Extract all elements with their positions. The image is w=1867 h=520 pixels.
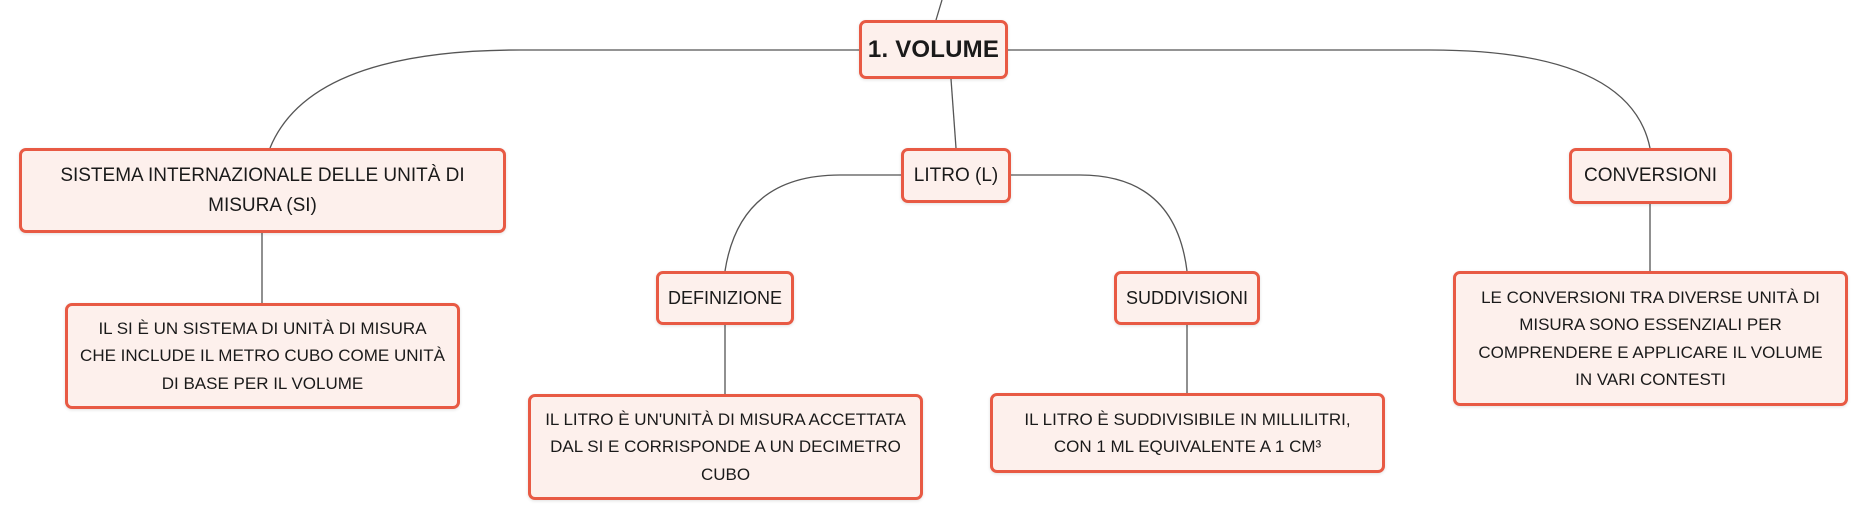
node-suddivisioni-label: SUDDIVISIONI bbox=[1125, 287, 1249, 308]
root-node-label: 1. VOLUME bbox=[867, 35, 1000, 63]
connector-root-to-litro bbox=[950, 78, 957, 149]
leaf-definizione-description[interactable]: IL LITRO È UN'UNITÀ DI MISURA ACCETTATA … bbox=[528, 394, 923, 500]
node-sistema-internazionale[interactable]: SISTEMA INTERNAZIONALE DELLE UNITÀ DI MI… bbox=[19, 148, 506, 233]
root-node-volume[interactable]: 1. VOLUME bbox=[859, 20, 1008, 79]
connector-litro-to-definizione bbox=[724, 174, 901, 272]
leaf-suddivisioni-description[interactable]: IL LITRO È SUDDIVISIBILE IN MILLILITRI, … bbox=[990, 393, 1385, 473]
connector-root-to-conversioni bbox=[1008, 49, 1651, 149]
leaf-si-description[interactable]: IL SI È UN SISTEMA DI UNITÀ DI MISURA CH… bbox=[65, 303, 460, 409]
connector-parent-to-root bbox=[935, 0, 943, 21]
node-definizione-label: DEFINIZIONE bbox=[667, 287, 782, 308]
node-definizione[interactable]: DEFINIZIONE bbox=[656, 271, 794, 325]
leaf-conversioni-text: LE CONVERSIONI TRA DIVERSE UNITÀ DI MISU… bbox=[1478, 288, 1823, 389]
node-sistema-internazionale-label: SISTEMA INTERNAZIONALE DELLE UNITÀ DI MI… bbox=[60, 165, 465, 216]
leaf-suddivisioni-text: IL LITRO È SUDDIVISIBILE IN MILLILITRI, … bbox=[1024, 409, 1351, 456]
node-conversioni-label: CONVERSIONI bbox=[1583, 165, 1718, 187]
connector-root-to-si bbox=[269, 49, 862, 149]
connector-litro-to-suddivisioni bbox=[1011, 174, 1188, 272]
node-litro[interactable]: LITRO (L) bbox=[901, 148, 1011, 203]
leaf-si-text: IL SI È UN SISTEMA DI UNITÀ DI MISURA CH… bbox=[80, 319, 445, 393]
node-conversioni[interactable]: CONVERSIONI bbox=[1569, 148, 1732, 204]
node-suddivisioni[interactable]: SUDDIVISIONI bbox=[1114, 271, 1260, 325]
leaf-definizione-text: IL LITRO È UN'UNITÀ DI MISURA ACCETTATA … bbox=[545, 410, 906, 484]
node-litro-label: LITRO (L) bbox=[913, 164, 999, 186]
leaf-conversioni-description[interactable]: LE CONVERSIONI TRA DIVERSE UNITÀ DI MISU… bbox=[1453, 271, 1848, 406]
